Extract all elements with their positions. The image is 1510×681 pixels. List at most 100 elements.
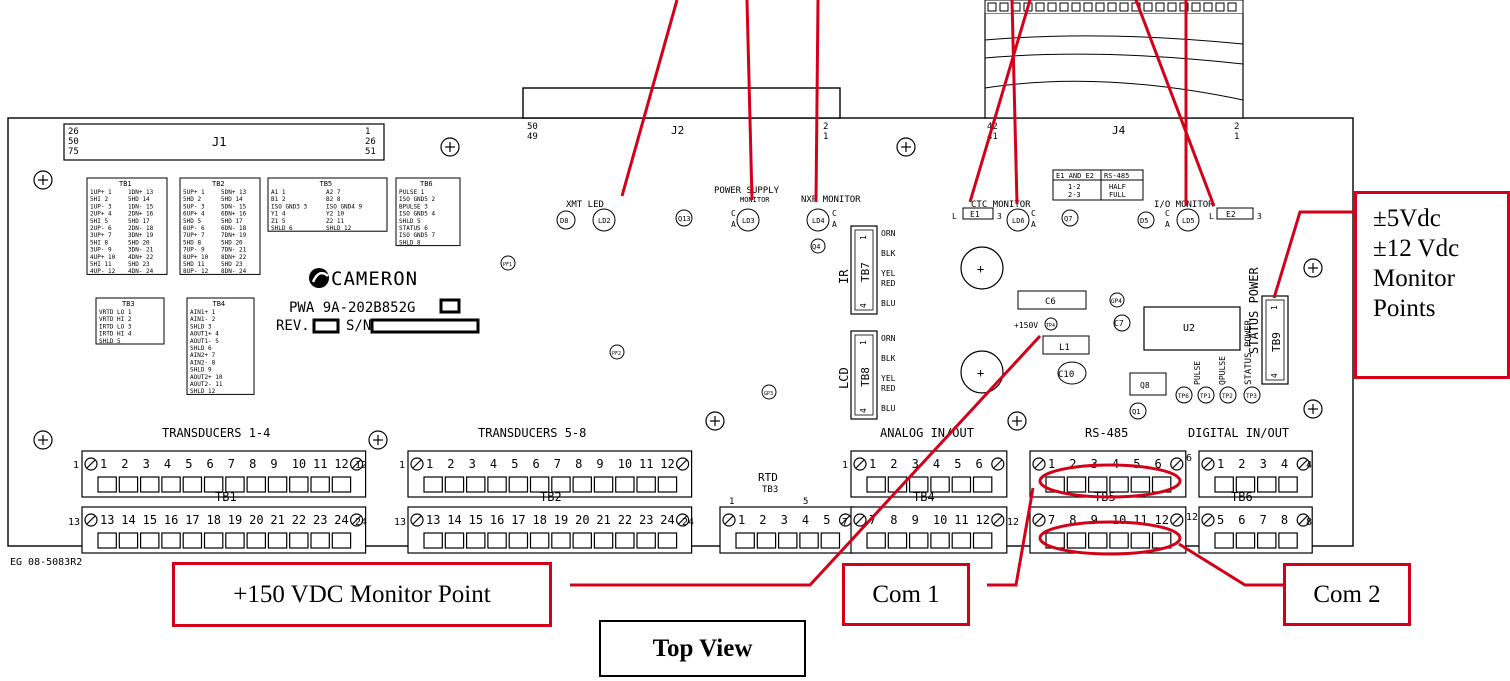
j1-pin: 75	[68, 147, 79, 157]
top-view-caption: Top View	[599, 620, 806, 677]
c6-part	[1017, 290, 1087, 310]
terminal-socket	[508, 476, 529, 493]
terminal-socket	[182, 476, 203, 493]
ribbon-tooth	[1143, 2, 1153, 12]
doc-number: EG 08-5083R2	[10, 557, 82, 568]
terminal-number: 15	[469, 513, 483, 527]
terminal-number: 8	[1281, 513, 1288, 527]
screw-slot	[993, 459, 1003, 469]
callout-line-nxr	[814, 0, 820, 203]
ld2	[592, 208, 616, 232]
terminal-number: 6	[976, 457, 983, 471]
tb-table-entry: VRTD LO 1	[99, 309, 132, 316]
terminal-number: 1	[869, 457, 876, 471]
capacitor-plus: +	[977, 366, 984, 380]
terminal-number: 18	[207, 513, 221, 527]
terminal-socket	[310, 532, 330, 549]
callout-line-com1	[987, 487, 1035, 587]
pin-label: C	[1031, 209, 1036, 218]
u2-part	[1143, 306, 1241, 351]
tb-table-entry: 6UP- 6	[183, 225, 205, 232]
terminal-number: 6	[1238, 513, 1245, 527]
nxr-monitor-label: NXR MONITOR	[801, 195, 861, 205]
pf1-label: PF1	[503, 262, 512, 268]
terminal-socket	[551, 532, 571, 549]
gp4-label: GP4	[1111, 298, 1122, 305]
ribbon-tooth	[1083, 2, 1093, 12]
tb-table-entry: 5HD 17	[128, 218, 150, 225]
tb-table-entry: AOUT1+ 4	[190, 331, 219, 338]
tb-table-entry: 3UP+ 7	[90, 232, 112, 239]
terminal-socket	[97, 532, 117, 549]
terminal-number: 18	[533, 513, 547, 527]
svg-text:2-3: 2-3	[1068, 191, 1081, 199]
tb8-pin: 4	[859, 408, 868, 413]
pf2-label: PF2	[612, 351, 621, 357]
j1-connector	[63, 123, 385, 161]
terminal-number: 12	[334, 457, 348, 471]
terminal-number: 1	[1217, 457, 1224, 471]
tb7-pin: 4	[859, 303, 868, 308]
screw-slot	[855, 515, 865, 525]
tb-table-entry: ISO GND4 9	[326, 203, 363, 210]
ribbon-tooth	[1119, 2, 1129, 12]
terminal-socket	[182, 532, 203, 549]
j1-pin: 26	[68, 127, 79, 137]
tb-table-entry: 6UP+ 4	[183, 211, 205, 218]
terminal-number: 5	[823, 513, 830, 527]
tb-table-entry: 7DN- 21	[221, 247, 247, 254]
qpulse-label: QPULSE	[1218, 356, 1227, 385]
side-label: 13	[394, 517, 406, 528]
j2-pin: 2	[823, 122, 828, 132]
ribbon-tooth	[1059, 2, 1069, 12]
terminal-socket	[1087, 476, 1108, 493]
wire-color: YEL	[881, 374, 896, 383]
tb-table-entry: 4UP+ 10	[90, 254, 116, 261]
ld4-label: LD4	[812, 217, 825, 225]
terminal-number: 5	[954, 457, 961, 471]
q1-part	[1129, 402, 1147, 420]
side-label: 12	[1007, 517, 1019, 528]
plus150v-label: +150V	[1014, 321, 1038, 330]
terminal-number: 12	[1155, 513, 1169, 527]
j2-connector	[522, 87, 841, 119]
terminal-number: 9	[270, 457, 277, 471]
tb-table-entry: 5HD 11	[183, 261, 205, 268]
terminal-number: 17	[511, 513, 525, 527]
j1-pin: 50	[68, 137, 79, 147]
tb9-pin: 4	[1270, 373, 1279, 378]
terminal-socket	[1109, 476, 1129, 493]
svg-text:FULL: FULL	[1109, 191, 1126, 199]
tb-table-entry: 2UP- 6	[90, 225, 112, 232]
terminal-number: 10	[292, 457, 306, 471]
terminal-socket	[118, 476, 139, 493]
tb6-top-strip	[1198, 450, 1313, 498]
terminal-socket	[593, 476, 614, 493]
tp2-pad	[1219, 386, 1237, 404]
monitor-points-callout: ±5Vdc ±12 Vdc Monitor Points	[1354, 191, 1510, 379]
tb-table-entry: SHLD 6	[271, 225, 293, 232]
terminal-number: 2	[759, 513, 766, 527]
tb-table-entry: PULSE 1	[399, 189, 425, 196]
j2-pin: 50	[527, 122, 538, 132]
terminal-socket	[1256, 532, 1277, 549]
tp6-label: TP6	[1178, 393, 1189, 400]
tb-table-entry: 5HI 8	[90, 239, 108, 246]
tb-table-entry: B1 2	[271, 196, 286, 203]
transducers-1-4-label: TRANSDUCERS 1-4	[162, 426, 270, 440]
tb-table-entry: B2 8	[326, 196, 341, 203]
terminal-socket	[203, 476, 224, 493]
ribbon-tooth	[987, 2, 997, 12]
screw-slot	[1298, 459, 1308, 469]
terminal-socket	[140, 476, 160, 493]
terminal-number: 5	[511, 457, 518, 471]
tb-table-entry: ISO GND5 4	[399, 211, 436, 218]
ld5	[1176, 208, 1200, 232]
tb-table-entry: 5DN- 15	[221, 203, 247, 210]
tb-table-tb3	[95, 297, 165, 345]
pin-label: C	[1165, 209, 1170, 218]
screw-slot	[86, 515, 96, 525]
terminal-socket	[866, 532, 886, 549]
terminal-socket	[930, 476, 950, 493]
terminal-socket	[444, 476, 465, 493]
